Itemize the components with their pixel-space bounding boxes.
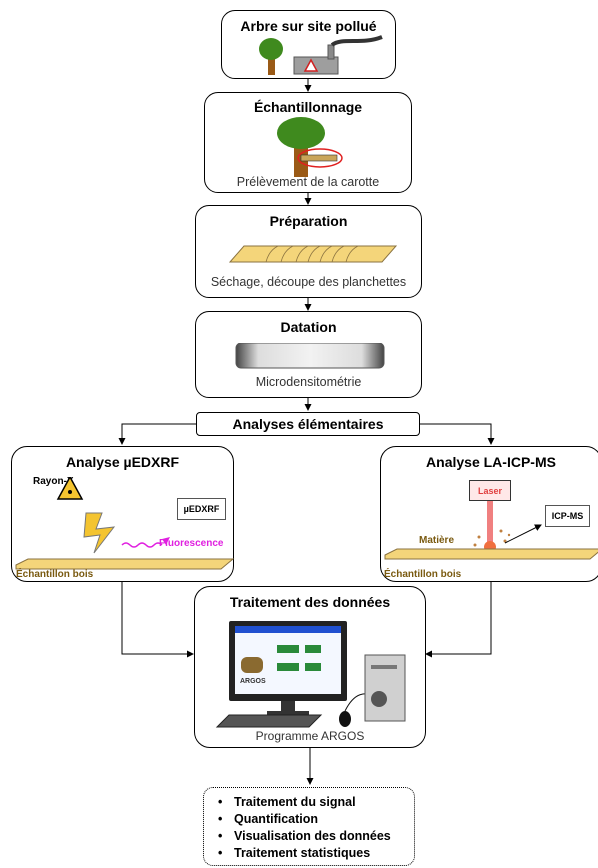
step-preparation-box: Préparation Séchage, découpe des planche… [195,205,422,298]
screen-button-visu [305,645,321,653]
output-item-statistics: Traitement statistiques [218,845,391,862]
mouse-icon [339,711,351,727]
step-sampling-caption: Prélèvement de la carotte [236,175,380,189]
output-item-quantification: Quantification [218,811,391,828]
output-item-signal: Traitement du signal [218,794,391,811]
edxrf-title: Analyse µEDXRF [65,454,180,470]
edxrf-detector-box: µEDXRF [177,498,226,520]
highlight-circle-icon [297,148,343,168]
wood-sample-plank [15,558,235,570]
wood-plank-illustration [228,245,398,263]
edxrf-analysis-box: Analyse µEDXRF Rayon-X µEDXRF Fluorescen… [11,446,235,582]
tree-core-sampling-illustration [277,117,343,177]
step-polluted-site-title: Arbre sur site pollué [240,18,377,34]
fluorescence-label: Fluorescence [159,538,224,549]
microdensitometry-image [235,343,385,369]
icpms-detector-box: ICP-MS [545,505,590,527]
data-processing-box: Traitement des données ARGOS Programme A… [194,586,426,748]
laser-box: Laser [469,480,511,501]
wood-sample-plank [384,548,598,560]
xray-label: Rayon-X [33,476,74,487]
data-processing-title: Traitement des données [229,594,391,610]
edxrf-illustration [15,477,235,570]
laser-ablation-illustration [384,501,598,560]
screen-button-quantification [277,645,299,653]
step-preparation-title: Préparation [269,213,348,229]
icp-title: Analyse LA-ICP-MS [426,454,556,470]
keyboard-icon [215,714,323,728]
laser-beam [487,501,493,545]
screen-logo-label: ARGOS [240,678,266,685]
matter-label: Matière [419,535,455,546]
radiation-hazard-icon [56,477,84,500]
outputs-list: Traitement du signal Quantification Visu… [218,794,391,862]
lightning-bolt-icon [83,512,116,554]
tower-icon [364,654,406,722]
step-preparation-caption: Séchage, découpe des planchettes [210,275,407,289]
warning-icon [303,58,319,72]
screen-button-info [305,663,321,671]
step-dating-caption: Microdensitométrie [255,375,362,389]
tree-crown-icon [277,117,325,149]
tree-crown-icon [259,38,283,60]
edxrf-sample-label: Échantillon bois [16,569,94,580]
tree-trunk-icon [268,55,275,75]
step-dating-box: Datation Microdensitométrie [195,311,422,398]
icp-analysis-box: Analyse LA-ICP-MS Laser ICP-MS Matière É… [380,446,598,582]
step-dating-title: Datation [280,319,337,335]
step-sampling-title: Échantillonnage [253,99,363,115]
icp-sample-label: Échantillon bois [384,569,462,580]
screen-button-traitement [277,663,299,671]
step-polluted-site-box: Arbre sur site pollué [221,10,396,79]
tree-and-factory-illustration [259,35,383,75]
data-processing-caption: Programme ARGOS [255,729,365,743]
step-sampling-box: Échantillonnage Prélèvement de la carott… [204,92,412,193]
computer-illustration [215,621,406,728]
output-item-visualisation: Visualisation des données [218,828,391,845]
outputs-box: Traitement du signal Quantification Visu… [203,787,415,866]
core-sample-icon [300,154,338,162]
argos-logo-icon [241,657,263,673]
step-elemental-analysis-box: Analyses élémentaires [196,412,420,436]
step-elemental-analysis-title: Analyses élémentaires [232,416,384,432]
